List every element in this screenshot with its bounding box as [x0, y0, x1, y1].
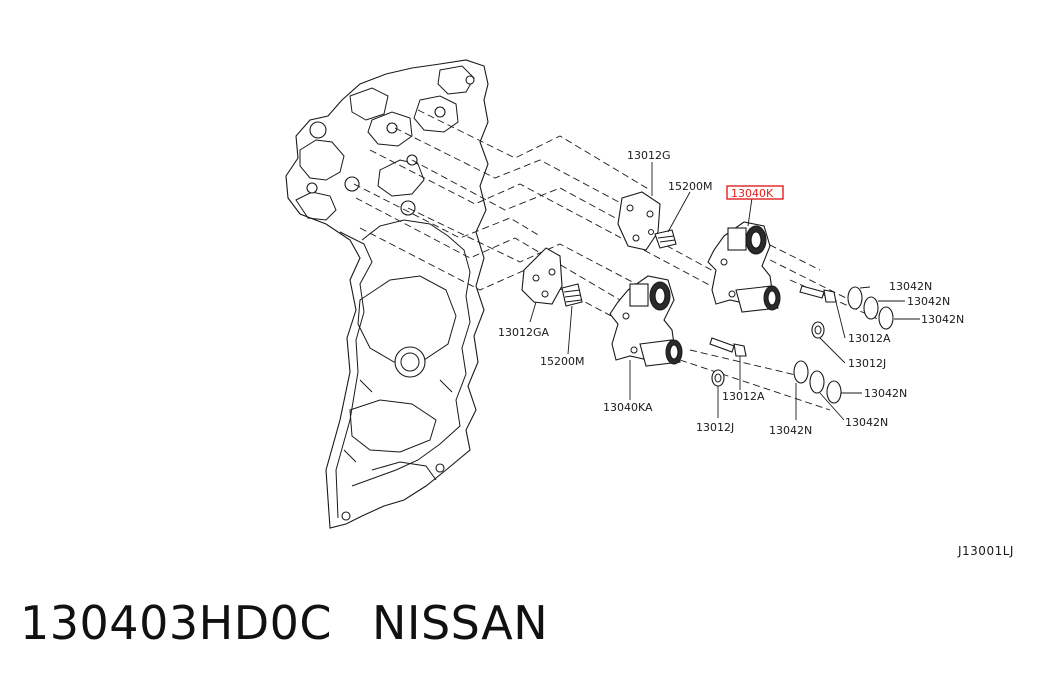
label-13040ka: 13040KA [603, 401, 653, 414]
timing-chain-case [285, 59, 489, 529]
label-13042n-5: 13042N [864, 387, 907, 400]
label-13012a-lower: 13012A [722, 390, 765, 403]
part-number: 130403HD0C [20, 596, 332, 650]
label-13012j-lower: 13012J [696, 421, 734, 434]
bolt-13012a-lower [709, 337, 747, 357]
highlight-box-13040k [726, 185, 784, 200]
gasket-13012g [617, 191, 661, 251]
actuator-13040k [707, 221, 781, 313]
bolt-15200m-upper [654, 229, 677, 249]
actuator-13040ka [609, 275, 683, 367]
label-13040k[interactable]: 13040K [731, 187, 774, 200]
gasket-13012ga [521, 247, 563, 305]
part-labels: 13012G 15200M 13040K 13042N 13042N 13042… [498, 149, 1014, 558]
label-13042n-3: 13042N [921, 313, 964, 326]
label-13012g: 13012G [627, 149, 671, 162]
label-13042n-2: 13042N [907, 295, 950, 308]
washer-13012j-lower [711, 369, 725, 387]
diagram-reference-code: J13001LJ [957, 544, 1014, 558]
label-13042n-4: 13042N [769, 424, 812, 437]
leader-lines [529, 162, 920, 421]
brand-name: NISSAN [372, 596, 549, 650]
part-caption: 130403HD0C NISSAN [20, 596, 548, 650]
label-13012a-upper: 13012A [848, 332, 891, 345]
exploded-parts-diagram: 13012G 15200M 13040K 13042N 13042N 13042… [285, 59, 1014, 558]
label-13012j-upper: 13012J [848, 357, 886, 370]
bolt-15200m-lower [561, 283, 583, 307]
label-15200m-lower: 15200M [540, 355, 584, 368]
label-13012ga: 13012GA [498, 326, 550, 339]
o-rings-13042n-upper [847, 286, 894, 330]
washer-13012j-upper [811, 321, 825, 339]
label-15200m-upper: 15200M [668, 180, 712, 193]
o-rings-13042n-lower [793, 360, 842, 404]
label-13042n-1: 13042N [889, 280, 932, 293]
bolt-13012a-upper [799, 285, 837, 303]
label-13042n-6: 13042N [845, 416, 888, 429]
